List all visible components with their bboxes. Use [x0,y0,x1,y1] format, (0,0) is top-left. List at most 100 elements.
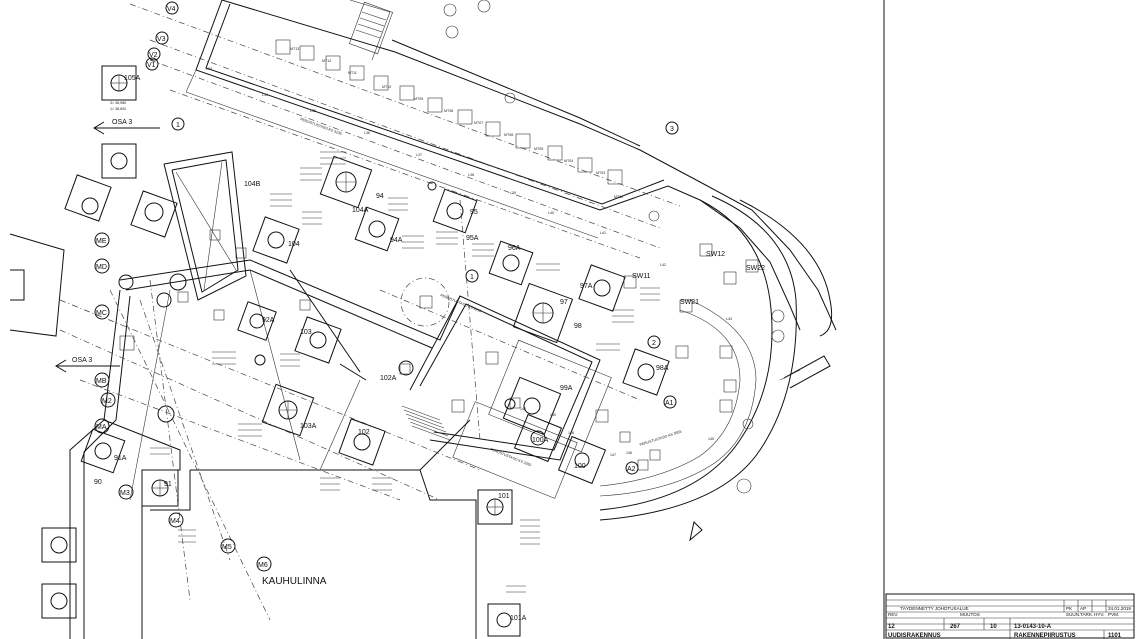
axis-label: MB [96,378,107,385]
column-label: MT05 [534,147,543,151]
axis-label: 1 [176,122,180,129]
axis-label: 1 [470,274,474,281]
column-label: MT06 [504,133,513,137]
title-block: TÄYDENNETTY JOHDTUSALUE PK AP 24.01.2019… [885,593,1135,639]
footing-label: 103A [300,423,317,430]
column-label: MT13 [290,47,299,51]
axis-balloons [94,1,679,572]
footing-label: 98A [656,365,669,372]
designer-header: SUUN. [1066,612,1080,617]
adjacent-building-outline [9,233,65,337]
footing-label: 91A [114,455,127,462]
column-label: MT02 [614,195,623,199]
grid-label: 145 [708,437,714,441]
spec-note: PERUSTUSTASO KS 3350 [490,447,532,467]
footing-label: 92A [262,317,275,324]
spec-note: PERUSTUSTASO KS 3555 [639,430,682,447]
grid-label: L43 [726,317,732,321]
grid-label: L42 [660,263,666,267]
grid-label: L38 [468,173,474,177]
footing-label: 101A [510,615,527,622]
axis-label: 3 [670,126,674,133]
axis-label: V1 [147,62,156,69]
grid-label: L35 [310,109,316,113]
column-label: MT07 [474,121,483,125]
footing-label: 100 [574,463,586,470]
footing-label: 98 [574,323,582,330]
adjacent-building-detail [10,269,25,301]
column-label: MT04 [564,159,573,163]
grid-label: 149 [520,407,526,411]
spec-note: 1= 38,600 [110,107,126,111]
grid-label: L40 [548,211,554,215]
axis-label: M6 [258,562,268,569]
footing-label: 105A [124,75,141,82]
grid-label: L37 [416,153,422,157]
column-label: MT12 [322,59,331,63]
footing-label: 99A [560,385,573,392]
footing-label: 97 [560,299,568,306]
field-b-value: 267 [950,624,961,630]
footing-pads [41,65,670,637]
project-type: UUDISRAKENNUS [888,633,941,639]
footing-label: 101 [498,493,510,500]
axis-label: M4 [170,518,180,525]
field-a-value: 12 [888,624,895,630]
axis-label: MC [96,310,107,317]
column-label: SW12 [706,251,725,258]
axis-labels: V4 V3 V2 V1 1 3 1 2 A1 A2 ME MD MC MB M2… [96,6,674,569]
north-triangle-icon [689,521,703,542]
footing-label: 97A [580,283,593,290]
central-hall-outline [379,199,641,499]
footing-label: 100A [532,437,549,444]
footing-label: 104A [352,207,369,214]
revision-date: 24.01.2019 [1108,606,1131,611]
checker-header: TARK. [1080,612,1093,617]
grid-label: 148 [568,431,574,435]
axis-label: V3 [157,36,166,43]
site-circles [443,0,785,494]
footing-label: 94A [390,237,403,244]
footing-label: 104 [288,241,300,248]
column-label: MT09 [414,97,423,101]
grid-label: L41 [600,231,606,235]
footing-label: 103 [300,329,312,336]
grid-label: L39 [510,191,516,195]
column-label: SW11 [632,273,651,280]
grid-number-labels: L33 L34 L35 L36 L37 L38 L39 L40 L41 L42 … [206,67,732,457]
revision-approver: AP [1080,606,1086,611]
osa3-label-top: OSA 3 [112,119,132,126]
footing-label: 90 [94,479,102,486]
footing-label: 104B [244,181,261,188]
axis-label: M2 [102,398,112,405]
grid-label: 147 [610,453,616,457]
steel-column-labels: MT13 MT12 MT11 MT10 MT09 MT08 MT07 MT06 … [290,47,765,306]
osa3-arrow-bottom [55,359,120,373]
change-label: MUUTOS [960,612,980,617]
axis-label: V4 [167,6,176,13]
spec-note-lines [150,151,660,593]
grid-label: 150 [550,413,556,417]
axis-label: 2 [652,340,656,347]
footing-labels: 105A 104B 104 104A 94 94A 95 95A 96A 97 … [94,75,669,622]
footing-label: 91 [164,481,172,488]
grid-label: L33 [206,67,212,71]
steel-columns [119,39,759,471]
grid-label: 146 [626,451,632,455]
approver-header: HYV. [1094,612,1104,617]
column-symbols [50,74,655,628]
footing-label: 96A [508,245,521,252]
revision-label: REV. [888,612,898,617]
field-c-value: 10 [990,624,997,630]
column-label: MT10 [382,85,391,89]
left-wing-outline [59,151,481,639]
axis-label: MD [96,264,107,271]
grid-label: L36 [364,131,370,135]
footing-label: 102A [380,375,397,382]
grid-label: L34 [262,93,268,97]
axis-label: A1 [665,400,674,407]
drawing-code: 13-0143-10-A [1014,624,1052,630]
axis-label: M3 [120,490,130,497]
